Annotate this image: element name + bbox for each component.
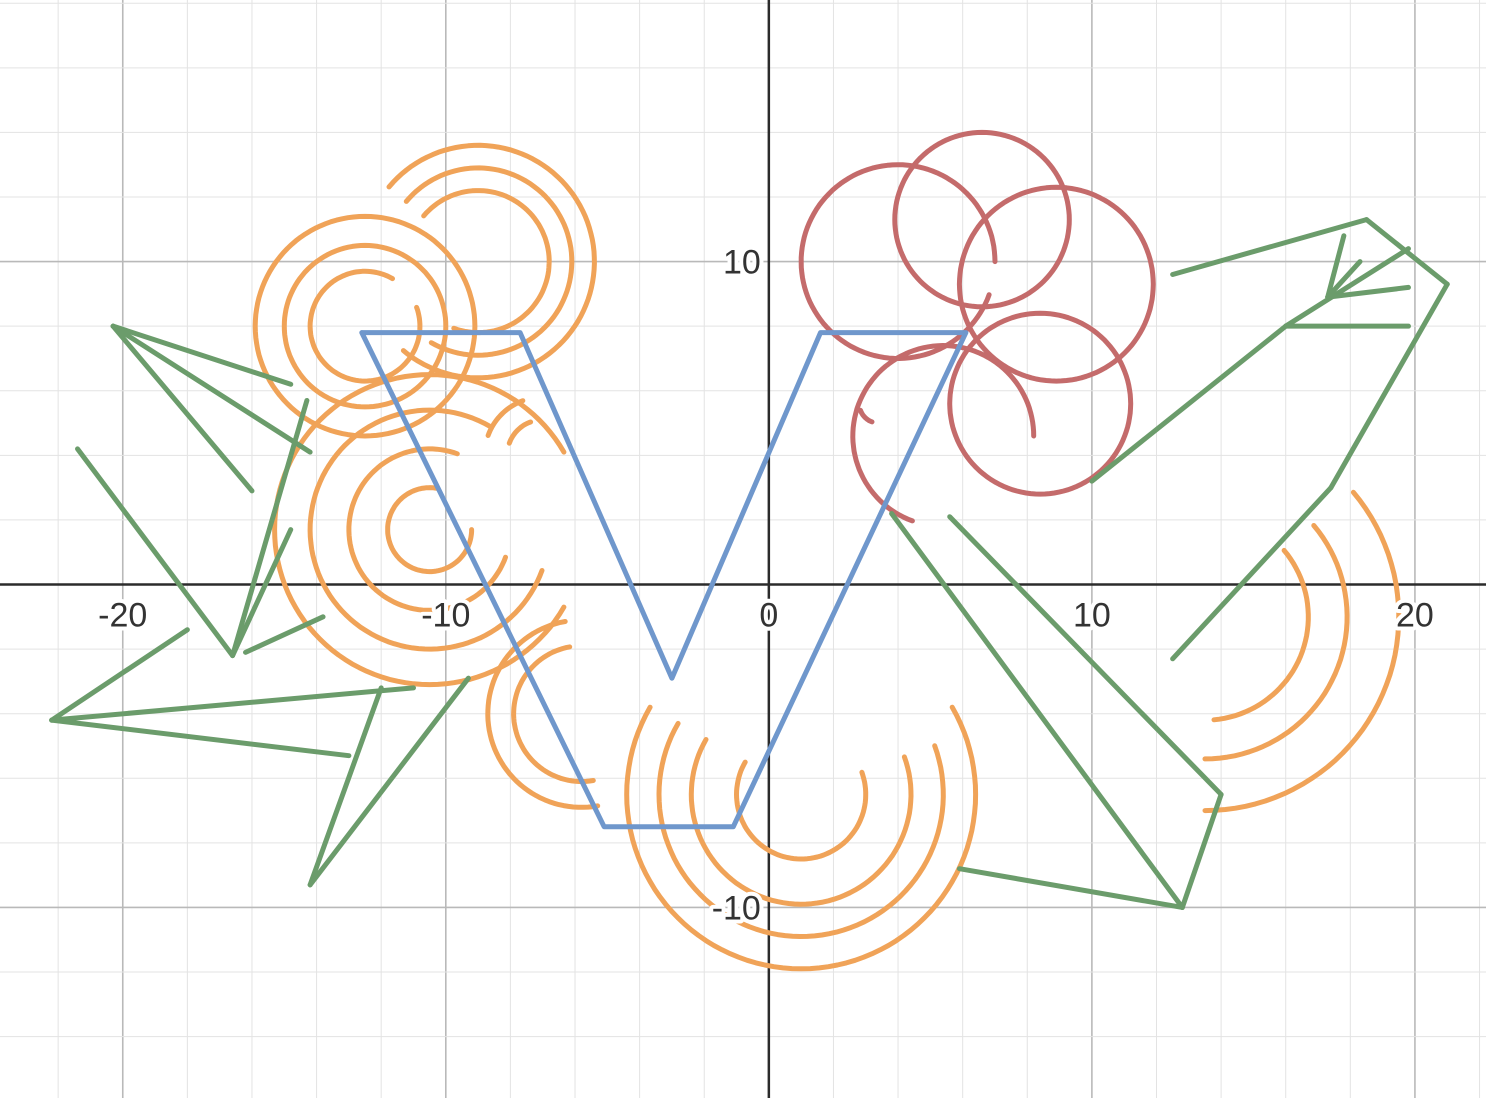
orange-spiral-arc (252, 213, 478, 439)
orange-spiral-arc (307, 407, 545, 652)
orange-spiral-arc (1202, 523, 1350, 762)
orange-spiral-arc (485, 398, 526, 438)
green-leaf-stroke (1170, 217, 1369, 277)
green-leaf-stroke (110, 323, 313, 455)
green-leaf-stroke (49, 685, 416, 723)
green-leaf-stroke (110, 323, 294, 387)
green-leaf-stroke (1089, 323, 1289, 484)
tick-labels: -20 -10 0 10 20 10 -10 (94, 240, 1438, 932)
orange-spiral-arc (421, 188, 552, 336)
orange-spiral-arc (385, 485, 475, 575)
green-leaf-stroke (1325, 233, 1347, 300)
orange-spiral-arc (624, 704, 979, 972)
red-petal-arc (956, 184, 1156, 384)
orange-spiral-arc (1211, 547, 1311, 723)
orange-spiral-arc (734, 759, 869, 862)
x-tick-label: 0 (759, 597, 778, 635)
green-leaf-stroke (230, 527, 294, 659)
green-leaf-stroke (307, 675, 471, 888)
green-leaf-stroke (1328, 281, 1450, 491)
orange-spiral-arc (1202, 489, 1402, 814)
orange-spiral-arc (386, 142, 597, 381)
orange-spiral-arc (272, 372, 567, 688)
y-tick-label: 10 (723, 244, 761, 282)
x-tick-label: -20 (98, 597, 147, 635)
green-leaf-stroke (1179, 791, 1224, 910)
red-petal-arc (892, 129, 1072, 310)
green-leaf-stroke (110, 323, 255, 494)
red-petal-arc (798, 162, 998, 361)
green-leaf-stroke (1283, 246, 1411, 329)
x-tick-label: 10 (1073, 597, 1111, 635)
orange-spiral-arc (281, 242, 449, 410)
x-tick-label: -10 (421, 597, 470, 635)
green-leaf-stroke (1325, 284, 1411, 300)
green-leaf-stroke (956, 866, 1185, 910)
green-leaf-stroke (1325, 259, 1363, 300)
green-leaf-stroke (49, 717, 352, 759)
red-petal-arc (947, 310, 1134, 497)
orange-spiral-arc (656, 720, 946, 939)
curves (49, 129, 1450, 972)
red-petal-arc (850, 343, 1037, 524)
orange-spiral-arc (485, 619, 601, 810)
orange-spiral-arc (307, 268, 423, 384)
green-leaf-stroke (1363, 217, 1450, 287)
orange-spiral-arc (688, 737, 914, 907)
green-leaf-stroke (230, 397, 310, 659)
red-petal-arc (858, 407, 875, 425)
letter-v-outline (359, 330, 969, 830)
green-leaf-stroke (75, 446, 236, 659)
y-tick-label: -10 (712, 889, 761, 927)
orange-spiral-arc (506, 419, 534, 446)
green-leaf-stroke (243, 614, 326, 655)
green-leaf-stroke (947, 514, 1224, 797)
green-leaf-stroke (307, 685, 384, 888)
green-leaf-stroke (889, 510, 1185, 910)
orange-spiral-arc (511, 644, 596, 784)
x-tick-label: 20 (1396, 597, 1434, 635)
green-leaf-stroke (1170, 485, 1334, 662)
orange-spiral-arc (346, 446, 508, 613)
green-leaf-stroke (49, 627, 190, 723)
orange-spiral-arc (403, 165, 575, 358)
